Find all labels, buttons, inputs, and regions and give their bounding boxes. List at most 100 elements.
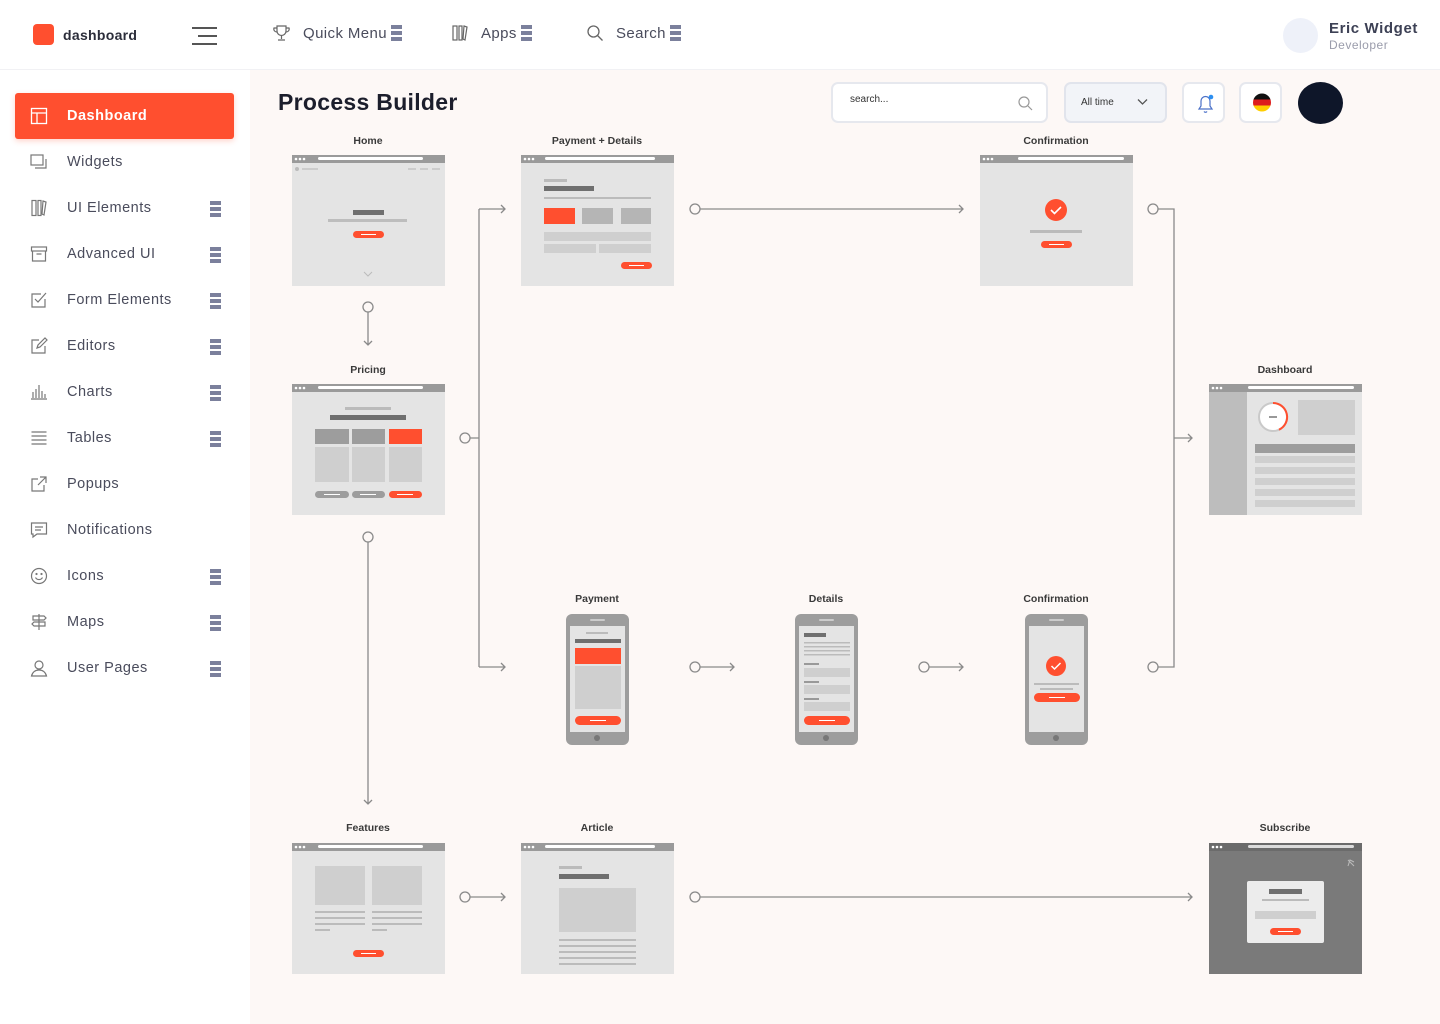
sidebar-item-user-pages[interactable]: User Pages: [15, 645, 234, 691]
screen-payment-mobile[interactable]: [566, 614, 629, 745]
chip-icon: [210, 431, 221, 447]
sidebar-item-label: Editors: [67, 338, 116, 354]
sidebar-item-editors[interactable]: Editors: [15, 323, 234, 369]
screen-subscribe[interactable]: [1209, 843, 1362, 974]
chip-icon: [210, 569, 221, 585]
chip-icon: [210, 615, 221, 631]
topnav-quick-menu-label: Quick Menu: [303, 24, 388, 42]
bar-chart-icon: [31, 385, 47, 400]
screen-label-details: Details: [808, 593, 844, 605]
chevron-down-icon: [1137, 99, 1148, 105]
sidebar-item-charts[interactable]: Charts: [15, 369, 234, 415]
bell-icon: [1197, 94, 1214, 113]
chip-icon: [210, 247, 221, 263]
screen-label-dashboard: Dashboard: [1257, 364, 1313, 376]
avatar[interactable]: [1298, 82, 1343, 124]
screen-dashboard[interactable]: [1209, 384, 1362, 515]
topnav-search-label: Search: [616, 24, 666, 42]
smiley-icon: [30, 567, 48, 585]
widgets-icon: [30, 154, 47, 169]
ui-elements-icon: [31, 199, 47, 217]
screen-confirmation[interactable]: [980, 155, 1133, 286]
sidebar-item-label: User Pages: [67, 660, 148, 676]
time-filter-select[interactable]: All time: [1064, 82, 1167, 123]
chip-icon: [520, 25, 532, 41]
search-input[interactable]: [850, 94, 1010, 105]
user-icon: [30, 660, 48, 677]
connector-lines: [362, 203, 1193, 903]
sidebar: Dashboard Widgets UI Elements Advanced U…: [0, 70, 250, 1024]
chip-icon: [210, 201, 221, 217]
notifications-button[interactable]: [1182, 82, 1225, 123]
sidebar-item-notifications[interactable]: Notifications: [15, 507, 234, 553]
sidebar-item-icons[interactable]: Icons: [15, 553, 234, 599]
sidebar-item-tables[interactable]: Tables: [15, 415, 234, 461]
sidebar-item-dashboard[interactable]: Dashboard: [15, 93, 234, 139]
screen-label-payment: Payment: [575, 593, 619, 605]
user-name: Eric Widget: [1329, 19, 1418, 37]
search-field[interactable]: [831, 82, 1048, 123]
sidebar-item-form-elements[interactable]: Form Elements: [15, 277, 234, 323]
external-link-icon: [31, 476, 47, 492]
trophy-icon: [273, 25, 290, 41]
screen-label-confirmation-mobile: Confirmation: [1023, 593, 1089, 605]
language-button[interactable]: [1239, 82, 1282, 123]
sidebar-item-label: UI Elements: [67, 200, 152, 216]
sidebar-item-label: Tables: [67, 430, 112, 446]
menu-toggle-icon[interactable]: [192, 27, 217, 45]
sidebar-item-label: Form Elements: [67, 292, 172, 308]
screen-label-article: Article: [580, 822, 614, 834]
sidebar-item-popups[interactable]: Popups: [15, 461, 234, 507]
top-bar: dashboard Quick Menu Apps Search Eric Wi…: [0, 0, 1440, 70]
sidebar-item-label: Charts: [67, 384, 113, 400]
screen-label-pricing: Pricing: [350, 364, 386, 376]
screen-features[interactable]: [292, 843, 445, 974]
sidebar-item-ui-elements[interactable]: UI Elements: [15, 185, 234, 231]
sidebar-item-label: Dashboard: [67, 108, 148, 124]
process-flow-diagram: [292, 155, 1362, 974]
user-role: Developer: [1329, 37, 1389, 52]
time-filter-value: All time: [1081, 97, 1114, 108]
screen-payment-details[interactable]: [521, 155, 674, 286]
sidebar-item-widgets[interactable]: Widgets: [15, 139, 234, 185]
chip-icon: [210, 339, 221, 355]
brand-logo: [33, 24, 54, 45]
checkbox-icon: [31, 292, 47, 308]
main-content: Process Builder All time: [250, 70, 1440, 1024]
sidebar-item-label: Widgets: [67, 154, 123, 170]
sidebar-item-label: Popups: [67, 476, 120, 492]
avatar: [1283, 18, 1318, 53]
screen-label-payment-details: Payment + Details: [551, 135, 643, 147]
topnav-apps[interactable]: Apps: [451, 24, 532, 42]
screen-pricing[interactable]: [292, 384, 445, 515]
user-profile[interactable]: Eric Widget Developer: [1283, 18, 1418, 53]
screen-article[interactable]: [521, 843, 674, 974]
edit-icon: [31, 337, 48, 354]
germany-flag-icon: [1253, 93, 1271, 112]
screen-label-home: Home: [353, 135, 383, 147]
topnav-search[interactable]: Search: [586, 24, 681, 42]
chip-icon: [669, 25, 681, 41]
screen-home[interactable]: [292, 155, 445, 286]
brand-name: dashboard: [63, 26, 138, 43]
page-title: Process Builder: [278, 89, 458, 115]
chip-icon: [210, 385, 221, 401]
chip-icon: [210, 661, 221, 677]
screen-details-mobile[interactable]: [795, 614, 858, 745]
sidebar-item-maps[interactable]: Maps: [15, 599, 234, 645]
apps-icon: [452, 25, 468, 41]
chip-icon: [391, 25, 403, 41]
sidebar-item-advanced-ui[interactable]: Advanced UI: [15, 231, 234, 277]
brand[interactable]: dashboard: [33, 24, 137, 45]
screen-confirmation-mobile[interactable]: [1025, 614, 1088, 745]
signpost-icon: [31, 614, 47, 630]
chip-icon: [210, 293, 221, 309]
sidebar-item-label: Maps: [67, 614, 105, 630]
screen-label-features: Features: [346, 822, 390, 834]
sidebar-item-label: Notifications: [67, 522, 153, 538]
search-icon[interactable]: [1018, 96, 1033, 111]
screen-label-confirmation: Confirmation: [1023, 135, 1089, 147]
table-icon: [31, 431, 47, 445]
topnav-quick-menu[interactable]: Quick Menu: [272, 24, 403, 42]
message-icon: [30, 522, 48, 539]
